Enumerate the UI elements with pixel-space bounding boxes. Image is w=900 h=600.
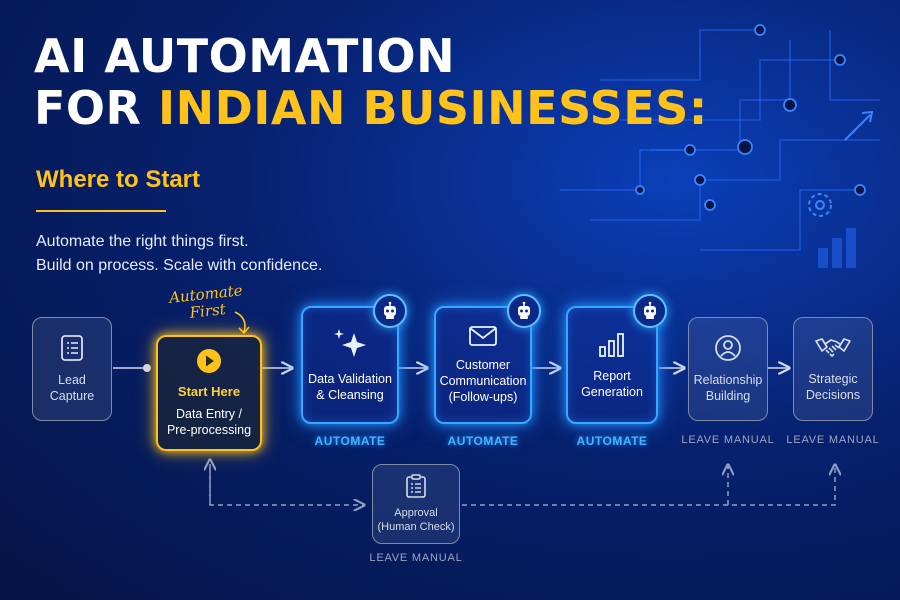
tag-leave-manual: LEAVE MANUAL [786,434,880,446]
node-label: Customer Communication (Follow-ups) [439,358,527,404]
tag-automate: AUTOMATE [314,434,386,448]
tagline: Automate the right things first. Build o… [36,230,322,278]
start-here-heading: Start Here [177,384,241,399]
title-line-2-highlight: INDIAN BUSINESSES: [157,81,708,135]
tagline-line-2: Build on process. Scale with confidence. [36,257,323,274]
handshake-icon [814,335,852,365]
robot-icon [373,294,407,328]
robot-icon [507,294,541,328]
node-label: Relationship Building [693,373,763,403]
node-label: Data Validation & Cleansing [308,372,392,402]
subtitle-underline [36,210,166,212]
title-line-2-prefix: FOR [34,81,158,135]
node-start-here[interactable]: Start Here Data Entry / Pre-processing [156,335,262,451]
robot-icon [633,294,667,328]
subtitle: Where to Start [36,166,201,193]
tag-automate: AUTOMATE [576,434,648,448]
node-strategic-decisions[interactable]: Strategic Decisions [793,317,873,421]
node-label: Lead Capture [49,373,95,403]
node-label: Approval (Human Check) [377,507,455,533]
node-lead-capture[interactable]: Lead Capture [32,317,112,421]
title-line-1: AI AUTOMATION [34,29,456,83]
tag-leave-manual: LEAVE MANUAL [369,552,463,564]
node-approval[interactable]: Approval (Human Check) [372,464,460,544]
clipboard-icon [405,474,427,502]
node-label: Report Generation [581,369,643,399]
play-icon [196,348,222,378]
bar-chart-icon [597,330,627,362]
envelope-icon [468,325,498,351]
person-icon [714,334,742,366]
tagline-line-1: Automate the right things first. [36,233,249,250]
node-label: Data Entry / Pre-processing [166,407,252,437]
tag-automate: AUTOMATE [447,434,519,448]
node-relationship-building[interactable]: Relationship Building [688,317,768,421]
node-label: Strategic Decisions [805,372,861,402]
node-report-generation[interactable]: Report Generation [566,306,658,424]
document-list-icon [60,334,84,366]
tag-leave-manual: LEAVE MANUAL [681,434,775,446]
sparkle-icon [330,327,370,365]
page-title: AI AUTOMATION FOR INDIAN BUSINESSES: [34,30,708,134]
